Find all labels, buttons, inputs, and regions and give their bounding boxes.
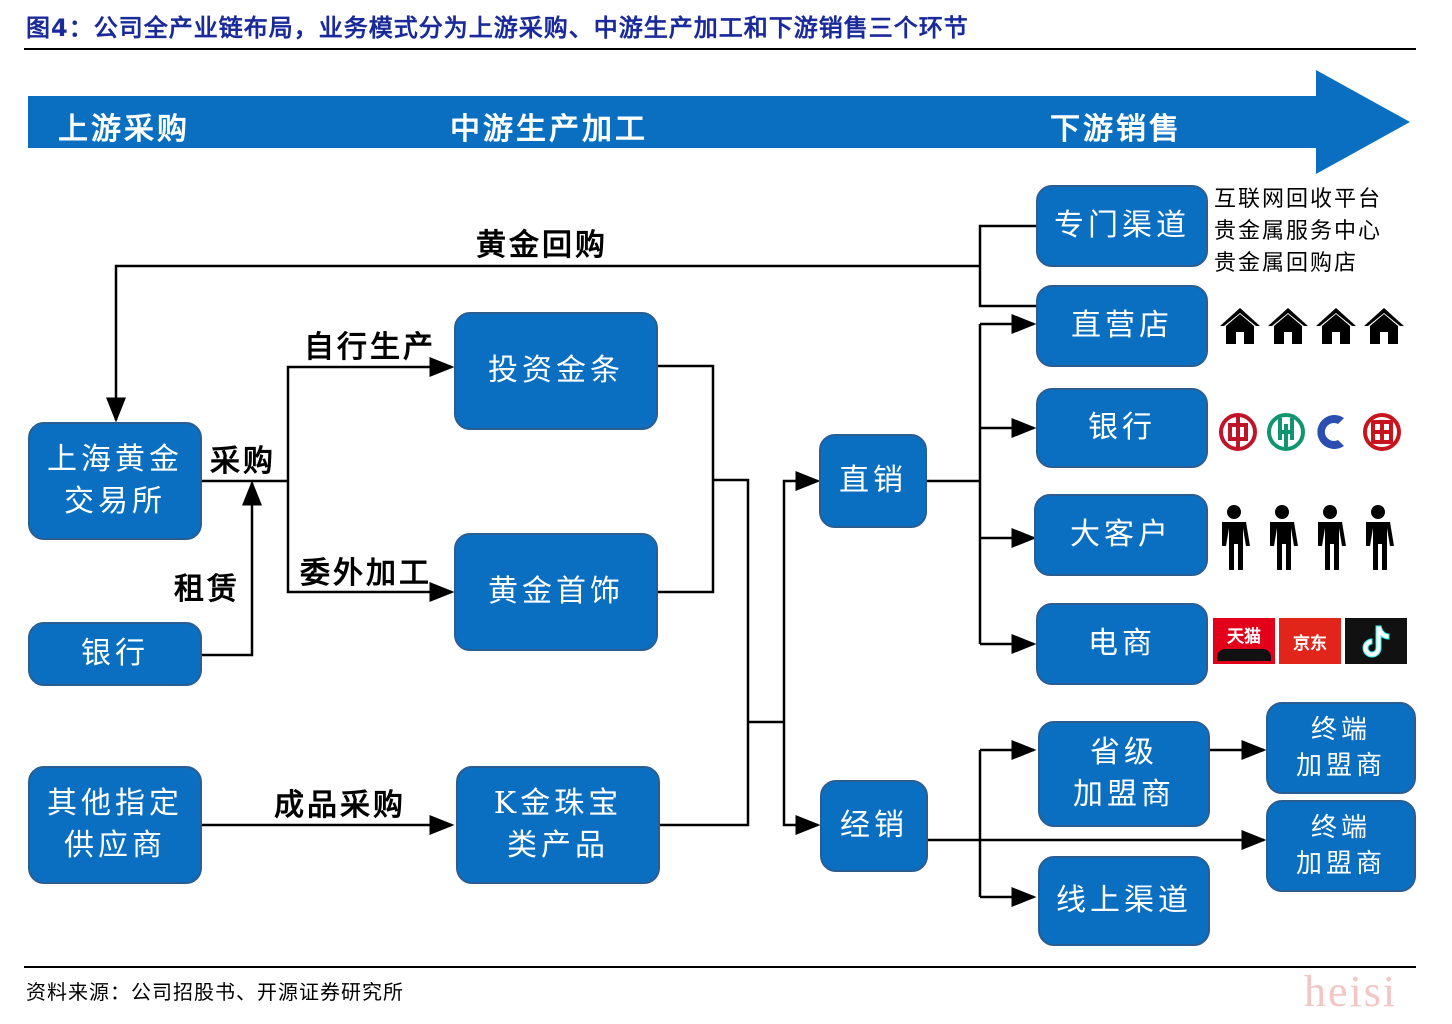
client-icons	[1216, 504, 1406, 572]
edge-gold-buyback	[106, 264, 980, 423]
edge-self-production	[286, 357, 455, 481]
note-precious-metal-service: 贵金属服务中心	[1214, 219, 1383, 244]
stage-upstream: 上游采购	[58, 112, 190, 147]
node-direct-store: 直营店	[1036, 285, 1208, 367]
icbc-logo	[1363, 413, 1401, 451]
edge-merge-1	[658, 478, 750, 827]
bank-logos	[1218, 410, 1408, 454]
stage-midstream: 中游生产加工	[450, 112, 648, 147]
edge-special-branch	[978, 224, 1038, 308]
node-distribution: 经销	[820, 780, 928, 872]
edge-to-distribution	[782, 722, 821, 835]
note-buyback-store: 贵金属回购店	[1214, 251, 1359, 276]
special-channel-notes: 互联网回收平台 贵金属服务中心 贵金属回购店	[1214, 184, 1382, 280]
node-online-channel: 线上渠道	[1038, 856, 1210, 946]
node-special-channel: 专门渠道	[1036, 185, 1208, 267]
stage-downstream: 下游销售	[1050, 112, 1182, 147]
node-direct-sales: 直销	[819, 434, 927, 528]
tmall-logo-text: 天猫	[1227, 626, 1261, 647]
house-icon	[1220, 308, 1260, 344]
node-bank-upstream: 银行	[28, 622, 202, 686]
jd-logo-text: 京东	[1293, 633, 1327, 654]
abc-logo	[1267, 413, 1305, 451]
node-terminal-franchisee-1: 终端 加盟商	[1266, 702, 1416, 794]
person-icon	[1318, 505, 1346, 570]
person-icon	[1270, 505, 1298, 570]
node-investment-bars: 投资金条	[454, 312, 658, 430]
watermark: heisi	[1304, 967, 1398, 1016]
label-finished-goods: 成品采购	[274, 788, 406, 823]
douyin-note-icon	[1362, 625, 1390, 658]
tmall-logo: 天猫	[1213, 618, 1275, 664]
bank-of-china-logo	[1219, 413, 1257, 451]
store-icons	[1218, 304, 1408, 346]
node-ecommerce: 电商	[1036, 603, 1208, 685]
house-icon	[1316, 308, 1356, 344]
label-gold-buyback: 黄金回购	[476, 228, 608, 263]
house-icon	[1364, 308, 1404, 344]
label-purchase: 采购	[210, 444, 276, 479]
person-icon	[1222, 505, 1250, 570]
node-bank-downstream: 银行	[1036, 388, 1208, 468]
bottom-rule	[24, 966, 1416, 968]
douyin-logo	[1345, 618, 1407, 664]
label-outsourced: 委外加工	[300, 556, 432, 591]
figure-title: 图4：公司全产业链布局，业务模式分为上游采购、中游生产加工和下游销售三个环节	[26, 14, 969, 42]
stage-arrow	[28, 70, 1410, 174]
top-rule	[24, 48, 1416, 50]
note-internet-recycling: 互联网回收平台	[1214, 187, 1383, 212]
label-lease: 租赁	[174, 572, 240, 607]
edge-lease	[202, 480, 262, 657]
ccb-logo	[1317, 415, 1344, 449]
edge-to-direct	[782, 471, 821, 722]
node-k-gold: K金珠宝 类产品	[456, 766, 660, 884]
edge-bars-out	[658, 364, 715, 594]
node-terminal-franchisee-2: 终端 加盟商	[1266, 800, 1416, 892]
jd-logo: 京东	[1279, 618, 1341, 664]
node-provincial-franchisee: 省级 加盟商	[1038, 721, 1210, 827]
node-other-suppliers: 其他指定 供应商	[28, 766, 202, 884]
node-sge: 上海黄金 交易所	[28, 422, 202, 540]
source-note: 资料来源：公司招股书、开源证券研究所	[26, 980, 404, 1004]
edge-outsourced	[286, 481, 455, 602]
person-icon	[1366, 505, 1394, 570]
node-big-clients: 大客户	[1034, 494, 1208, 576]
label-self-production: 自行生产	[304, 330, 436, 365]
node-gold-jewelry: 黄金首饰	[454, 533, 658, 651]
house-icon	[1268, 308, 1308, 344]
ecommerce-logos: 天猫 京东	[1213, 618, 1411, 664]
